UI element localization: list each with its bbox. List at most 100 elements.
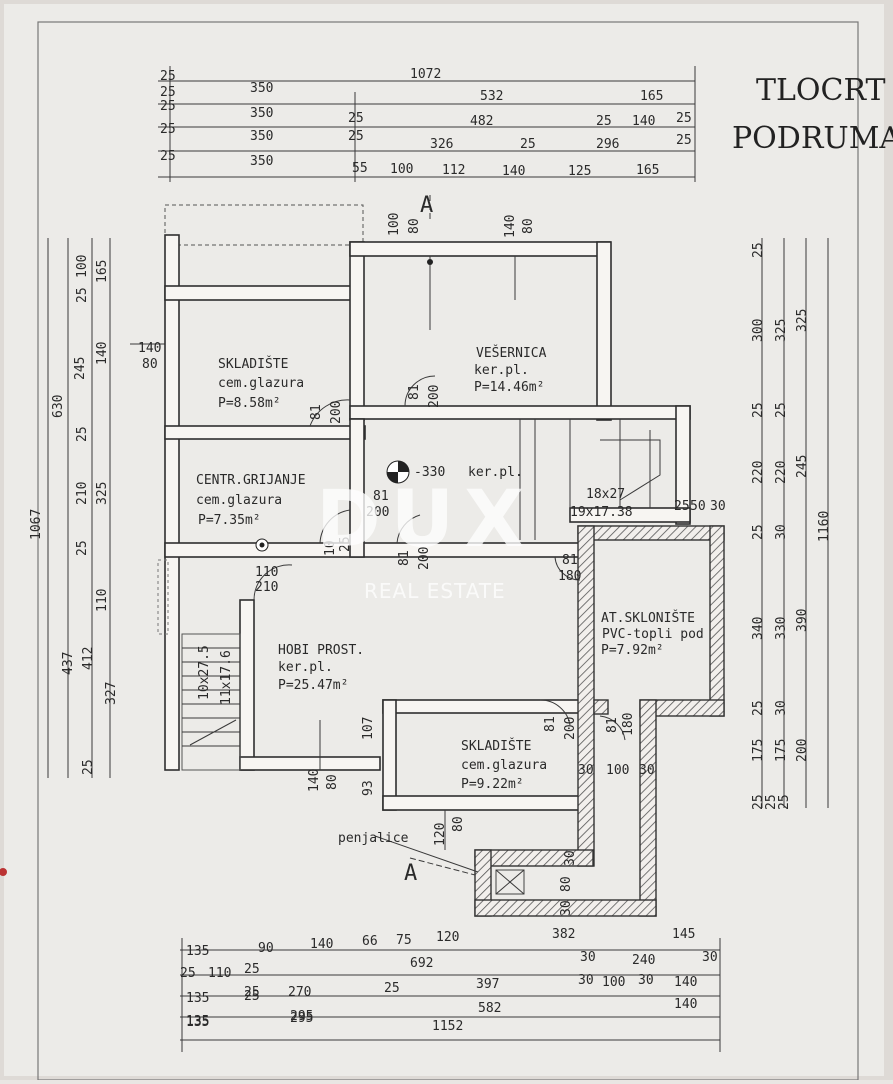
title-line-1: TLOCRT: [756, 73, 886, 108]
dim-label: 30: [638, 973, 654, 988]
dim-label: 90: [258, 941, 274, 956]
shelter-walls: [474, 525, 725, 917]
level-value: -330: [414, 465, 445, 480]
dim-label: 350: [250, 154, 273, 169]
room-area: P=9.22m²: [461, 777, 524, 792]
dim-label: 340: [751, 617, 766, 640]
watermark-subtitle: REAL ESTATE: [364, 579, 506, 603]
dim-label: 25: [751, 524, 766, 540]
dim-label: 120: [433, 823, 448, 846]
dim-label: 25: [75, 287, 90, 303]
dim-label: 25: [75, 426, 90, 442]
dim-label: 300: [751, 319, 766, 342]
dim-label: 200: [329, 401, 344, 424]
dim-label: 110: [95, 589, 110, 612]
dim-label: 390: [795, 609, 810, 632]
dim-label: 135: [186, 1015, 209, 1030]
dim-label: 412: [81, 647, 96, 670]
dim-label: 1160: [817, 511, 832, 542]
stairs-left: [157, 559, 241, 771]
dim-label: 80: [451, 816, 466, 832]
dim-label: 30: [639, 763, 655, 778]
dim-label: 25: [751, 700, 766, 716]
dim-label: 112: [442, 163, 465, 178]
dim-label: 25: [751, 794, 766, 810]
dim-label: 140: [138, 341, 161, 356]
bottom-dimension-lines: [180, 938, 721, 1052]
dim-label: 270: [288, 985, 311, 1000]
left-dimension-labels: 1067 630 437 412 327 25 100 165 245 140 …: [29, 255, 161, 775]
dim-label: 135: [186, 991, 209, 1006]
dim-label: 350: [250, 106, 273, 121]
dim-label: 582: [478, 1001, 501, 1016]
dim-label: 93: [361, 780, 376, 796]
opening-labels: 100 80 140 80 81 200 81 200 81 200 81 20…: [255, 213, 726, 916]
dim-label: 30: [580, 950, 596, 965]
dim-label: 25: [348, 111, 364, 126]
room-area: P=14.46m²: [474, 380, 544, 395]
dim-label: 325: [774, 319, 789, 342]
dim-label: 81: [309, 404, 324, 420]
dim-label: 50: [690, 499, 706, 514]
dim-label: 25: [596, 114, 612, 129]
dim-label: 397: [476, 977, 499, 992]
dim-label: 25: [81, 759, 96, 775]
dim-label: 1152: [432, 1019, 463, 1034]
hatch-opening: [495, 869, 525, 895]
dim-label: 30: [578, 973, 594, 988]
dim-label: 25: [348, 129, 364, 144]
right-dimension-labels: 25 300 325 325 25 25 220 220 245 1160 25…: [751, 242, 832, 810]
dim-label: 200: [427, 385, 442, 408]
room-name: AT.SKLONIŠTE: [601, 610, 695, 626]
dim-label: 81: [407, 384, 422, 400]
room-name: CENTR.GRIJANJE: [196, 473, 306, 488]
dim-label: 25: [160, 69, 176, 84]
dim-label: 245: [795, 455, 810, 478]
section-marker-top: A: [420, 193, 433, 218]
dim-label: 220: [774, 461, 789, 484]
dim-label: 532: [480, 89, 503, 104]
dim-label: 382: [552, 927, 575, 942]
dim-label: 110: [208, 966, 231, 981]
room-area: P=25.47m²: [278, 678, 348, 693]
dim-label: 296: [596, 137, 619, 152]
dim-label: 66: [362, 934, 378, 949]
dim-label: 25: [777, 794, 792, 810]
dim-label: 25: [674, 499, 690, 514]
dim-label: 330: [774, 617, 789, 640]
dim-label: 200: [563, 717, 578, 740]
bottom-dimension-labels: 135 90 140 66 75 120 382 145 25 110 25 6…: [180, 927, 718, 1034]
dim-label: 210: [255, 580, 278, 595]
dim-label: 200: [366, 505, 389, 520]
room-finish: ker.pl.: [278, 660, 333, 675]
dim-label: 25: [384, 981, 400, 996]
dim-label: 437: [61, 652, 76, 675]
dim-label: 325: [95, 482, 110, 505]
dim-label: 295: [290, 1011, 313, 1026]
title-line-2: PODRUMA: [732, 121, 893, 156]
dim-label: 326: [430, 137, 453, 152]
dim-label: 25: [160, 85, 176, 100]
door-swings: [253, 256, 626, 850]
dim-label: 75: [396, 933, 412, 948]
dim-label: 165: [636, 163, 659, 178]
dim-label: 175: [751, 739, 766, 762]
penjalice-label: penjalice: [338, 831, 409, 846]
room-finish: cem.glazura: [196, 493, 282, 508]
room-area: P=7.35m²: [198, 513, 261, 528]
stairs-right: [519, 419, 661, 540]
dim-label: 80: [325, 774, 340, 790]
left-dimension-lines: [47, 238, 170, 778]
dim-label: 80: [142, 357, 158, 372]
dashed-outline: [164, 204, 364, 246]
dim-label: 25: [764, 794, 779, 810]
dim-label: 100: [606, 763, 629, 778]
dim-label: 30: [774, 524, 789, 540]
dim-label: 325: [795, 309, 810, 332]
dim-label: 81: [397, 550, 412, 566]
dim-label: 295: [290, 1009, 313, 1024]
room-area: P=7.92m²: [601, 643, 664, 658]
dim-label: 30: [702, 950, 718, 965]
